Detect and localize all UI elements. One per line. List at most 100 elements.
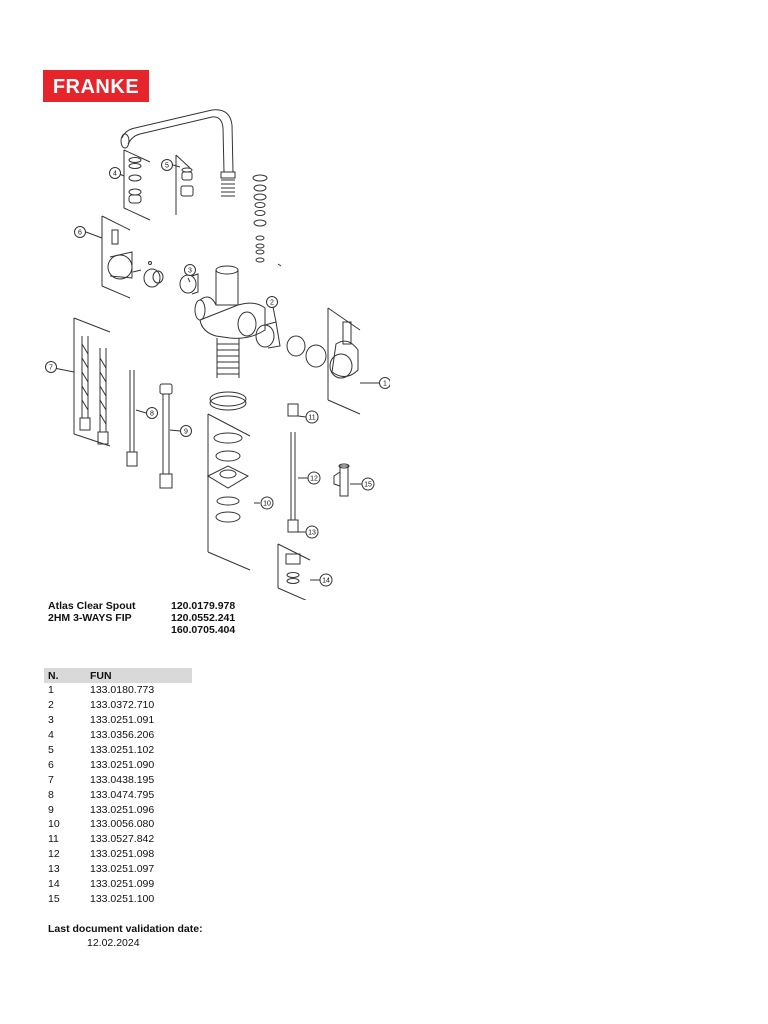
- svg-text:13: 13: [308, 530, 316, 537]
- table-row: 6 133.0251.090: [44, 757, 192, 772]
- callout-10: 10: [260, 496, 274, 510]
- product-code-3: 160.0705.404: [171, 624, 236, 636]
- part-number: 9: [48, 803, 54, 816]
- svg-text:12: 12: [310, 476, 318, 483]
- validation-date: 12.02.2024: [87, 937, 140, 949]
- callout-12: 12: [307, 471, 321, 485]
- washer-stack-right: [252, 174, 282, 267]
- part-number: 1: [48, 684, 54, 697]
- table-row: 14 133.0251.099: [44, 877, 192, 892]
- part-8-hose: [126, 370, 138, 467]
- table-row: 12 133.0251.098: [44, 847, 192, 862]
- mixer-body: [194, 265, 266, 378]
- part-number: 5: [48, 744, 54, 756]
- callout-15: 15: [361, 477, 375, 491]
- table-row: 9 133.0251.096: [44, 802, 192, 817]
- product-code-2: 120.0552.241: [171, 612, 236, 624]
- callout-labels: 1 2 3 4 5 6 7 8 9 10 11 12 13 14 15: [45, 159, 390, 587]
- validation-label: Last document validation date:: [48, 923, 203, 935]
- svg-text:11: 11: [308, 415, 315, 422]
- part-code: 133.0356.206: [90, 729, 155, 742]
- part-7-hoses: [73, 317, 111, 447]
- callout-13: 13: [305, 525, 319, 539]
- svg-text:8: 8: [150, 411, 154, 418]
- svg-text:FRANKE: FRANKE: [53, 76, 139, 98]
- part-code: 133.0251.100: [90, 892, 155, 905]
- svg-text:6: 6: [78, 230, 82, 237]
- spout-aerator: [220, 171, 236, 197]
- part-number: 3: [48, 714, 54, 727]
- callout-9: 9: [180, 425, 192, 437]
- part-1-handle: [327, 307, 361, 415]
- part-code: 133.0372.710: [90, 699, 155, 712]
- table-row: 10 133.0056.080: [44, 817, 192, 832]
- svg-text:5: 5: [165, 163, 169, 170]
- callout-5: 5: [161, 159, 173, 171]
- part-10-stack: [206, 391, 251, 571]
- svg-text:2: 2: [270, 300, 274, 307]
- part-number: 14: [48, 878, 60, 891]
- svg-text:3: 3: [188, 268, 192, 275]
- part-code: 133.0251.102: [90, 744, 155, 756]
- callout-3: 3: [184, 264, 196, 276]
- callout-7: 7: [45, 361, 57, 373]
- part-4-stack: [123, 149, 151, 221]
- table-row: 5 133.0251.102: [44, 743, 192, 758]
- part-number: 2: [48, 699, 54, 712]
- part-code: 133.0251.096: [90, 803, 155, 816]
- parts-table-header: N. FUN: [44, 668, 192, 683]
- svg-text:7: 7: [49, 365, 53, 372]
- header-fun: FUN: [86, 668, 192, 683]
- part-2-cartridge: [255, 321, 327, 368]
- product-line-2: 2HM 3-WAYS FIP: [48, 612, 132, 624]
- part-14-nut: [277, 543, 311, 600]
- svg-text:9: 9: [184, 429, 188, 436]
- part-number: 15: [48, 892, 60, 905]
- table-row: 15 133.0251.100: [44, 891, 192, 906]
- franke-logo: FRANKE: [43, 70, 149, 102]
- part-code: 133.0056.080: [90, 818, 155, 831]
- svg-text:14: 14: [322, 578, 330, 585]
- part-number: 6: [48, 758, 54, 771]
- svg-text:1: 1: [383, 381, 387, 388]
- callout-1: 1: [379, 377, 390, 389]
- parts-table: N. FUN 1 133.0180.773 2 133.0372.710 3 133.02…: [44, 668, 192, 906]
- header-number: N.: [44, 668, 86, 683]
- product-names: Atlas Clear Spout 2HM 3-WAYS FIP: [48, 600, 136, 624]
- table-row: 3 133.0251.091: [44, 713, 192, 728]
- part-6-assembly: [101, 215, 152, 299]
- table-row: 4 133.0356.206: [44, 728, 192, 743]
- table-row: 2 133.0372.710: [44, 698, 192, 713]
- part-number: 12: [48, 848, 60, 861]
- part-number: 11: [48, 833, 59, 846]
- callout-11: 11: [305, 410, 319, 424]
- part-code: 133.0251.097: [90, 863, 155, 876]
- callout-8: 8: [146, 407, 158, 419]
- exploded-parts-diagram: 1 2 3 4 5 6 7 8 9 10 11 12 13 14 15: [45, 109, 390, 600]
- part-number: 10: [48, 818, 60, 831]
- part-code: 133.0438.195: [90, 773, 155, 786]
- table-row: 11 133.0527.842: [44, 832, 192, 847]
- part-code: 133.0251.091: [90, 714, 155, 727]
- part-15-valve: [333, 463, 350, 497]
- part-code: 133.0527.842: [90, 833, 155, 846]
- svg-text:10: 10: [263, 501, 271, 508]
- part-code: 133.0251.099: [90, 878, 155, 891]
- callout-6: 6: [74, 226, 86, 238]
- spout: [121, 109, 234, 173]
- callout-2: 2: [266, 296, 278, 308]
- svg-text:15: 15: [364, 482, 372, 489]
- part-code: 133.0251.090: [90, 758, 155, 771]
- part-code: 133.0180.773: [90, 684, 155, 697]
- svg-text:4: 4: [113, 171, 117, 178]
- product-line-1: Atlas Clear Spout: [48, 600, 136, 612]
- part-number: 4: [48, 729, 54, 742]
- part-11-13-pipe: [287, 403, 299, 533]
- callout-14: 14: [319, 573, 333, 587]
- part-code: 133.0251.098: [90, 848, 155, 861]
- callout-4: 4: [109, 167, 121, 179]
